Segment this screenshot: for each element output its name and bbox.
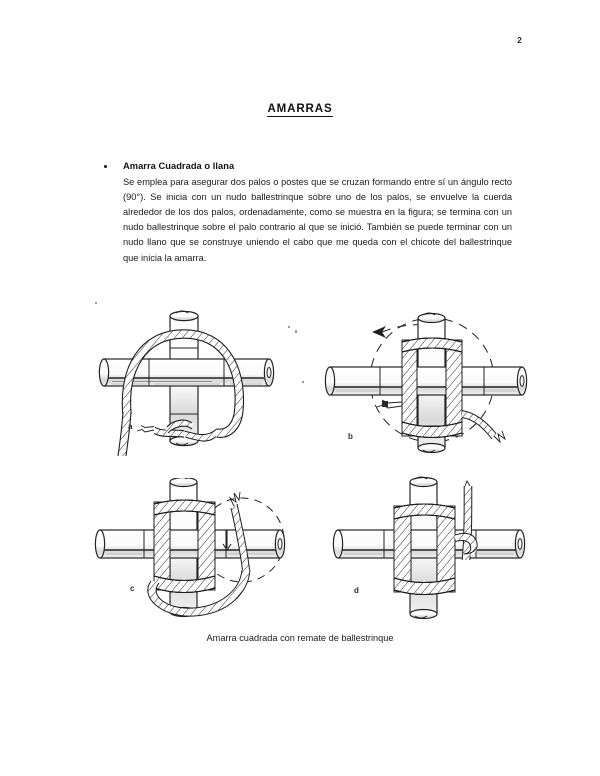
figure-group: a [92,296,532,628]
figure-a-label: a [128,422,133,431]
page-title: AMARRAS [0,103,600,117]
subheading: Amarra Cuadrada o llana [123,161,235,171]
page-title-text: AMARRAS [267,103,333,117]
page-number: 2 [517,35,522,45]
scan-speck [95,302,97,304]
figure-b: b [324,302,532,472]
figure-c: c [94,478,299,623]
figure-d-label: d [354,586,359,595]
body-paragraph: Se emplea para asegurar dos palos o post… [123,176,512,263]
figure-d: d [332,476,532,626]
figure-a: a [92,296,292,466]
figure-b-label: b [348,432,353,441]
bullet-dot-icon [104,165,108,169]
scan-speck [295,330,297,333]
figure-caption: Amarra cuadrada con remate de ballestrin… [206,633,394,643]
bullet-item: Amarra Cuadrada o llana [100,160,512,173]
content-block: Amarra Cuadrada o llana Se emplea para a… [100,160,512,266]
scan-speck [302,381,304,383]
scan-speck [288,326,290,328]
figure-c-label: c [130,584,135,593]
